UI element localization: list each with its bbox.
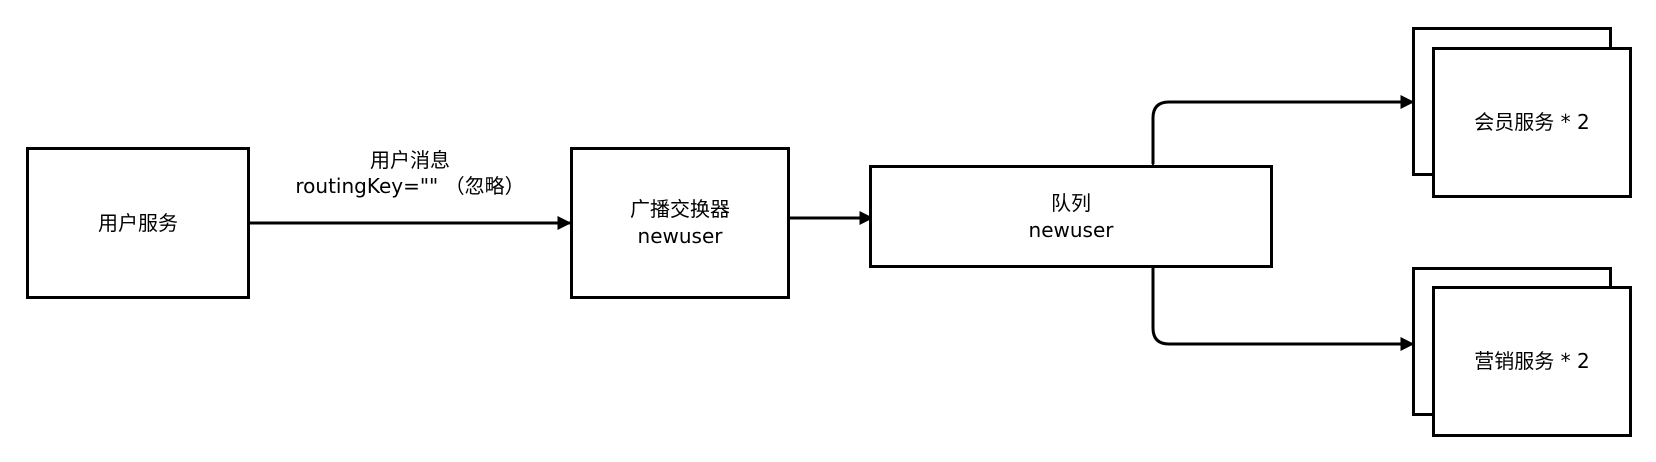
publish-edge-label-line1: 用户消息 bbox=[370, 148, 450, 172]
queue-label-line1: 队列 bbox=[1051, 190, 1091, 215]
publish-edge-label-line2: routingKey="" （忽略） bbox=[295, 174, 525, 198]
user-service-label: 用户服务 bbox=[98, 210, 178, 235]
publish-edge-label: 用户消息 routingKey="" （忽略） bbox=[280, 147, 540, 199]
marketing-service-node: 营销服务 * 2 bbox=[1432, 286, 1632, 437]
member-service-label: 会员服务 * 2 bbox=[1474, 110, 1590, 134]
exchange-label-line2: newuser bbox=[637, 224, 723, 248]
member-service-node: 会员服务 * 2 bbox=[1432, 47, 1632, 198]
user-service-node: 用户服务 bbox=[26, 147, 250, 299]
queue-label-line2: newuser bbox=[1028, 217, 1114, 242]
exchange-label-line1: 广播交换器 bbox=[630, 197, 730, 221]
exchange-node: 广播交换器 newuser bbox=[570, 147, 790, 299]
arrow-queue-member bbox=[1146, 95, 1415, 177]
marketing-service-label: 营销服务 * 2 bbox=[1474, 349, 1590, 373]
arrow-queue-marketing bbox=[1146, 254, 1415, 351]
queue-node: 队列 newuser bbox=[869, 165, 1273, 268]
